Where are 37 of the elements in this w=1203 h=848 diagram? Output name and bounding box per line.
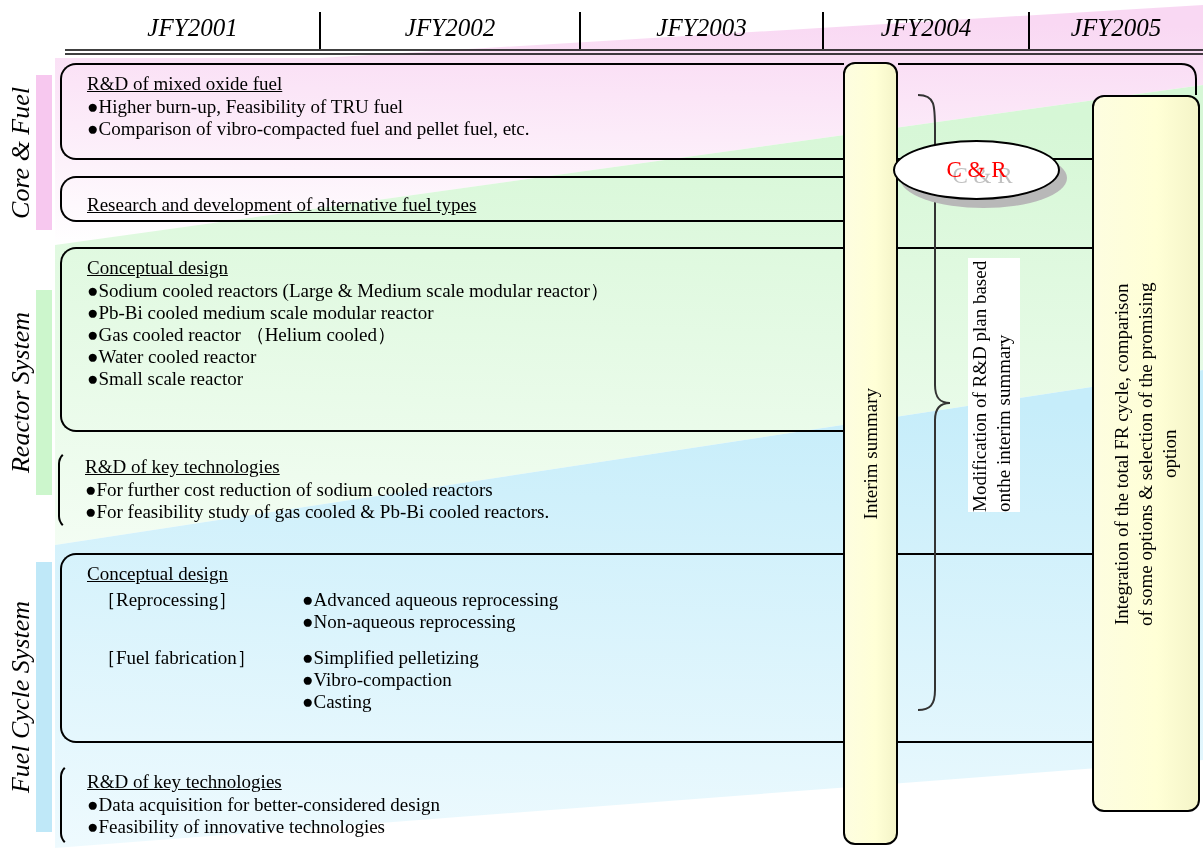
heading-text: R&D of key technologies bbox=[87, 771, 283, 793]
year-label: JFY2005 bbox=[1070, 14, 1162, 41]
bullet-item: ●Casting bbox=[302, 691, 373, 713]
milestone-text: Interim summary bbox=[858, 387, 882, 520]
year-label: JFY2003 bbox=[656, 14, 747, 41]
process-box bbox=[60, 63, 844, 160]
bullet-item: ●Pb-Bi cooled medium scale modular reactor bbox=[87, 302, 435, 324]
process-box bbox=[60, 176, 844, 222]
bullet-item: ●Small scale reactor bbox=[87, 368, 245, 390]
bullet-item: ●Water cooled reactor bbox=[87, 346, 258, 368]
bullet-item: ●Vibro-compaction bbox=[302, 669, 453, 691]
milestone-bar bbox=[1092, 95, 1200, 812]
bullet-item: ●Non-aqueous reprocessing bbox=[302, 611, 517, 633]
bullet-item: ●Simplified pelletizing bbox=[302, 647, 480, 669]
year-label: JFY2001 bbox=[147, 14, 238, 41]
heading-text: R&D of key technologies bbox=[85, 456, 281, 478]
year-label: JFY2002 bbox=[404, 14, 496, 41]
annotation-text: Modification of R&D plan based onthe interim summary bbox=[968, 258, 1020, 512]
heading-text: R&D of mixed oxide fuel bbox=[87, 73, 284, 95]
milestone-text: Integration of the total FR cycle, comparison of some options & selection of the promising option bbox=[1110, 280, 1181, 628]
group-label: ［Fuel fabrication］ bbox=[97, 647, 257, 669]
group-label: ［Reprocessing］ bbox=[97, 589, 239, 611]
year-label: JFY2004 bbox=[880, 14, 972, 41]
bullet-item: ●For feasibility study of gas cooled & Pb-Bi cooled reactors. bbox=[85, 501, 551, 523]
bullet-item: ●Advanced aqueous reprocessing bbox=[302, 589, 560, 611]
heading-text: Conceptual design bbox=[87, 563, 229, 585]
bullet-item: ●Gas cooled reactor （Helium cooled） bbox=[87, 324, 398, 346]
bullet-item: ●Higher burn-up, Feasibility of TRU fuel bbox=[87, 96, 405, 118]
bullet-item: ●Comparison of vibro-compacted fuel and pellet fuel, etc. bbox=[87, 118, 531, 140]
bullet-item: ●For further cost reduction of sodium cooled reactors bbox=[85, 479, 494, 501]
heading-text: Research and development of alternative fuel types bbox=[87, 194, 478, 216]
ellipse-label: C & R bbox=[946, 157, 1007, 183]
heading-text: Conceptual design bbox=[87, 257, 229, 279]
bullet-item: ●Data acquisition for better-considered design bbox=[87, 794, 441, 816]
bullet-item: ●Feasibility of innovative technologies bbox=[87, 816, 386, 838]
milestone-bar bbox=[843, 62, 898, 845]
bullet-item: ●Sodium cooled reactors (Large & Medium scale modular reactor） bbox=[87, 280, 610, 302]
